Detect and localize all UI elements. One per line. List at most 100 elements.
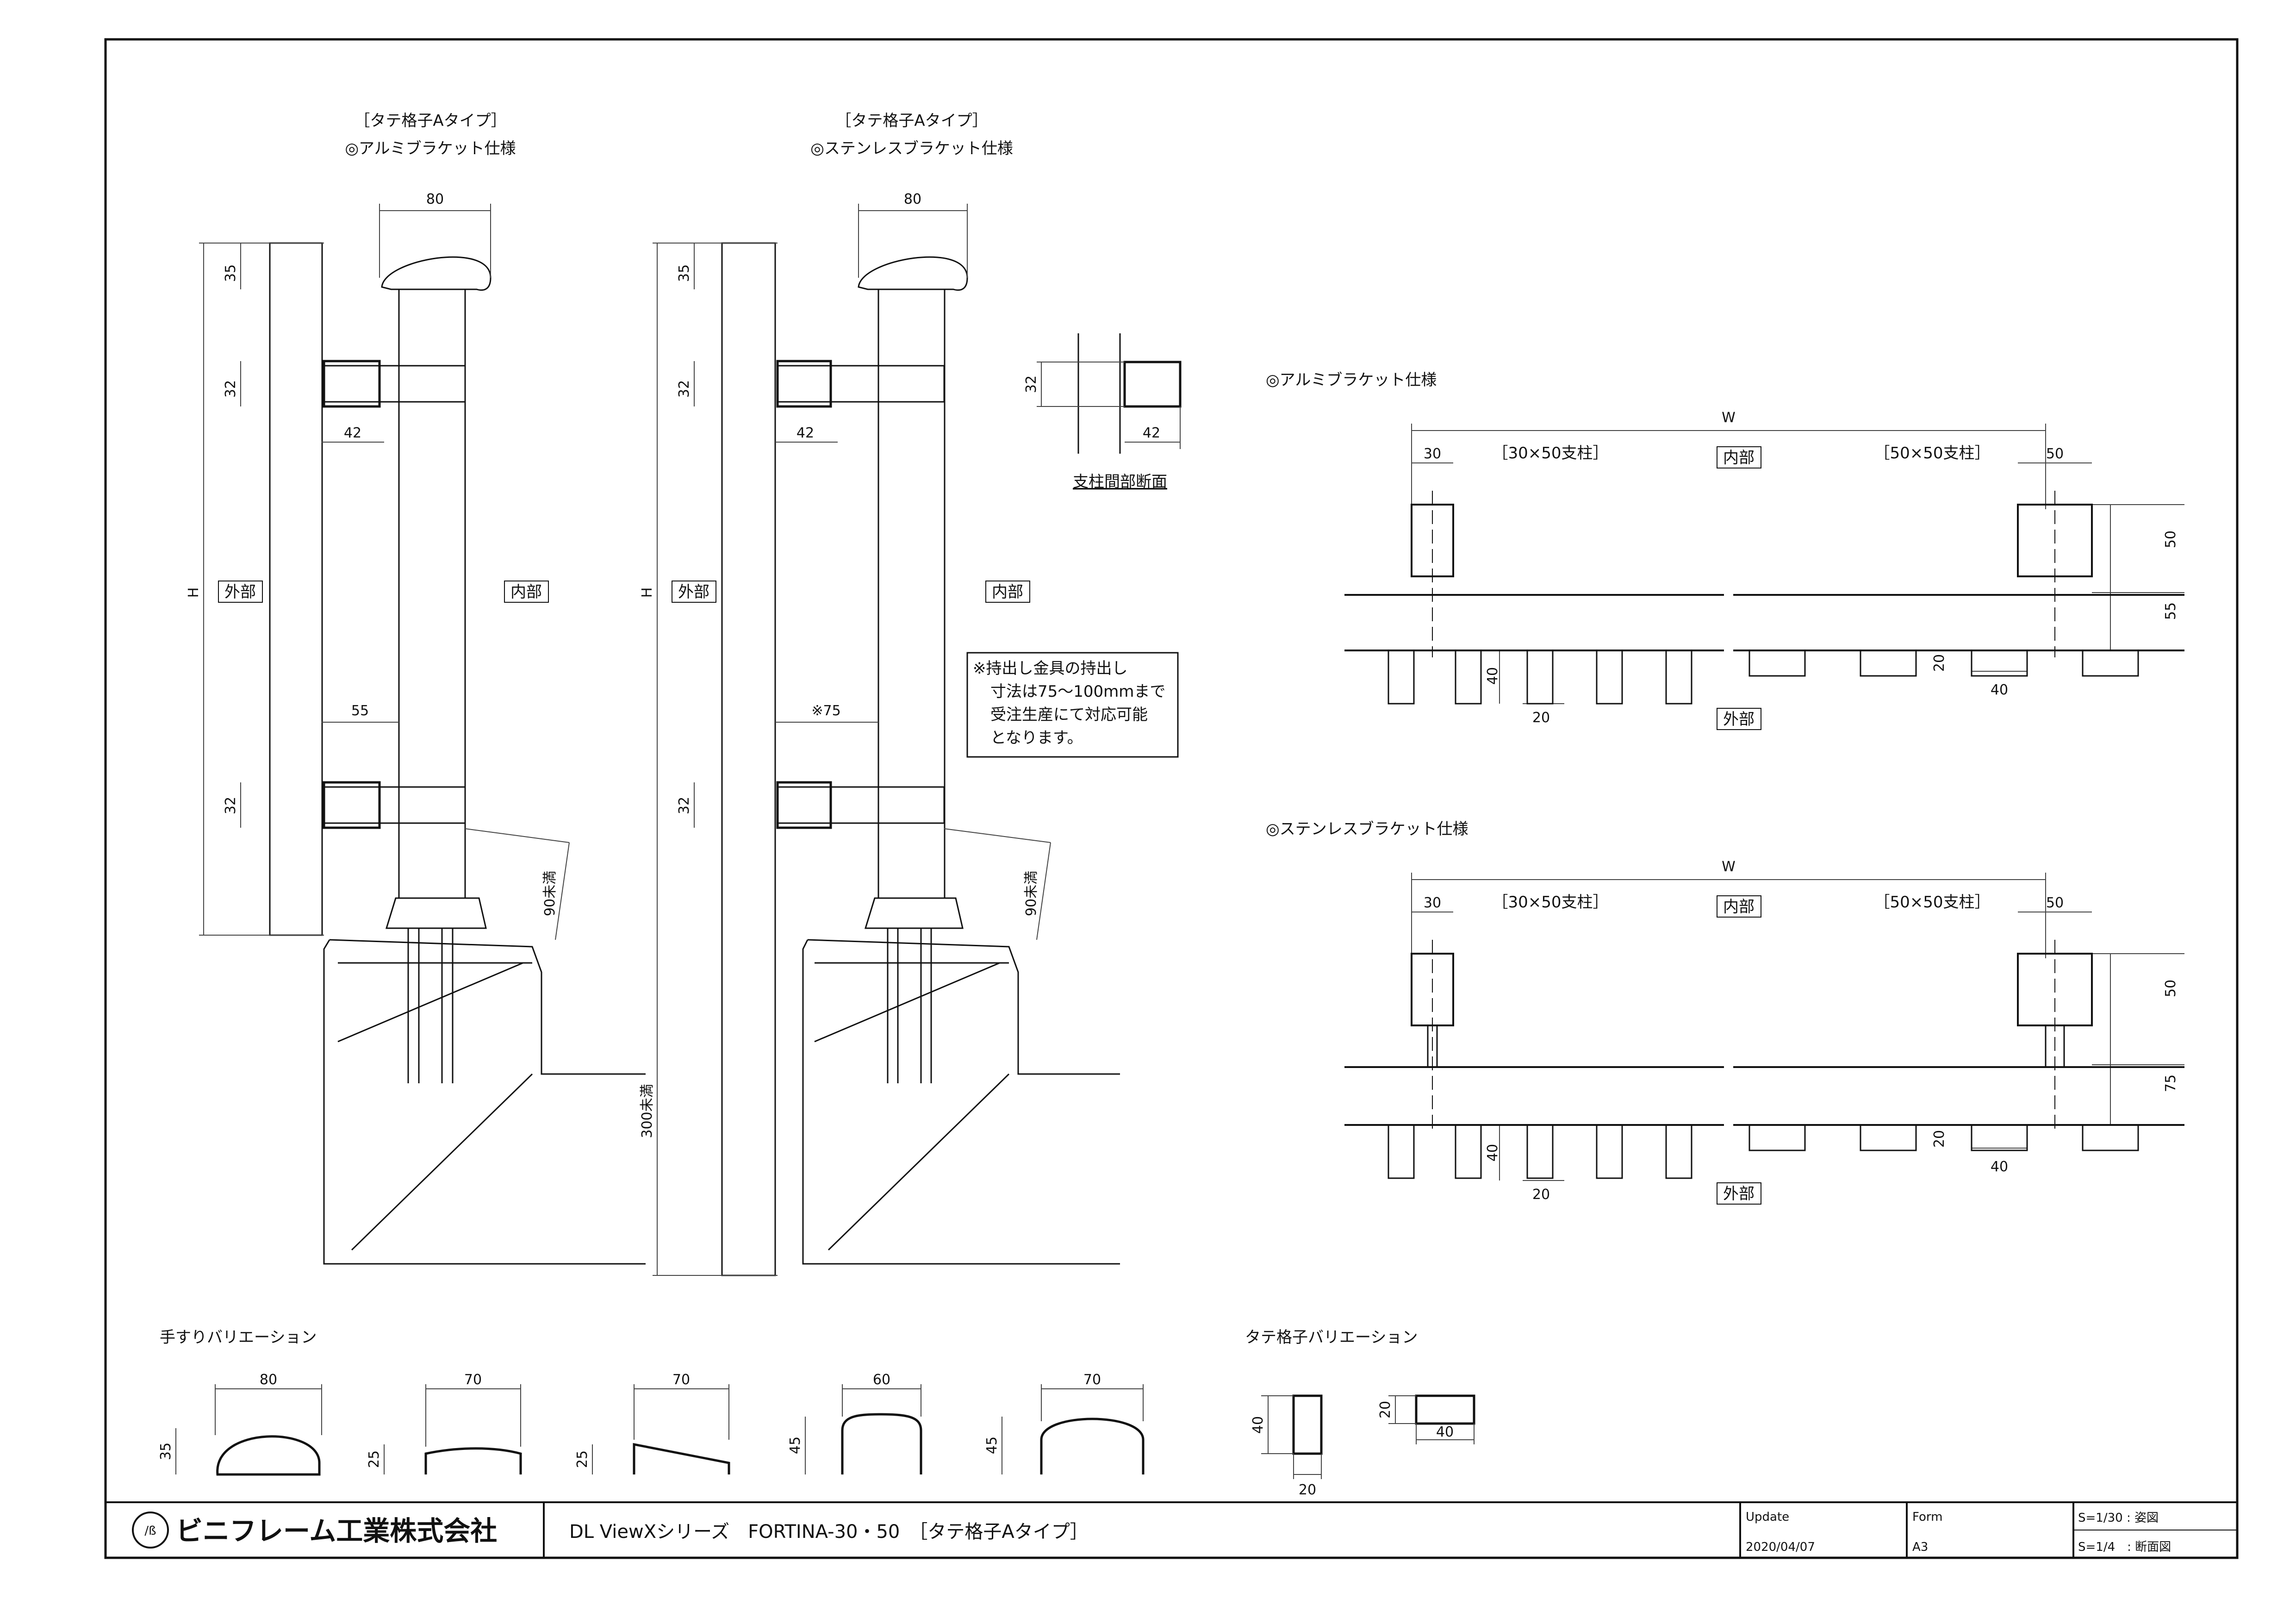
side-alu-label-out: 外部 <box>224 583 256 601</box>
plan-sus-dim-bar2-w: 40 <box>1991 1159 2008 1175</box>
side-sus-base <box>864 897 964 929</box>
side-alu-dim-mid: 55 <box>351 703 369 719</box>
drawing-title: DL ViewXシリーズ FORTINA-30・50 ［タテ格子Aタイプ］ <box>569 1521 1089 1543</box>
side-alu-dim-br-bot: 32 <box>223 797 239 814</box>
lattice-item-2: 20 40 <box>1377 1394 1475 1444</box>
title-block: /ß ビニフレーム工業株式会社 DL ViewXシリーズ FORTINA-30・… <box>106 1501 2237 1558</box>
lattice-item-1: 40 20 <box>1250 1394 1323 1498</box>
side-alu-bracket-top <box>323 365 466 403</box>
side-alu-title2: ◎アルミブラケット仕様 <box>345 139 516 158</box>
plan-alu-dim-left: 30 <box>1424 446 1441 462</box>
plan-alu-title: ◎アルミブラケット仕様 <box>1266 371 1437 389</box>
side-alu-title1: ［タテ格子Aタイプ］ <box>354 112 506 130</box>
plan-alu-dim-right: 50 <box>2046 446 2064 462</box>
plan-sus-dim-v2: 75 <box>2163 1074 2179 1092</box>
side-alu-bracket-top-clip <box>323 360 381 408</box>
side-sus-bracket-top <box>777 365 945 403</box>
scale-2: S=1/4 : 断面図 <box>2078 1540 2171 1554</box>
handrail-item-4-h: 45 <box>787 1437 803 1454</box>
lattice-item-1-h: 40 <box>1250 1416 1266 1434</box>
handrail-item-4-w: 60 <box>873 1372 890 1388</box>
update-label: Update <box>1746 1510 1789 1524</box>
note-line-1: ※持出し金具の持出し <box>973 659 1128 678</box>
side-alu-post <box>398 288 466 899</box>
plan-alu-label-in: 内部 <box>1723 449 1755 467</box>
plan-alu-dim-bar-h: 40 <box>1485 667 1501 685</box>
side-sus-title2: ◎ステンレスブラケット仕様 <box>810 139 1013 158</box>
side-sus-label-out: 外部 <box>678 583 709 601</box>
side-view-aluminium: ［タテ格子Aタイプ］ ◎アルミブラケット仕様 <box>186 112 646 1265</box>
side-alu-handrail <box>381 256 492 291</box>
side-alu-dim-top: 80 <box>426 191 444 207</box>
plan-alu-dim-bar-w: 20 <box>1532 710 1550 726</box>
side-sus-dim-slope: 90未満 <box>1023 871 1039 916</box>
plan-sus-dim-bar2-h: 20 <box>1931 1130 1948 1148</box>
side-sus-lattice <box>721 242 776 1276</box>
handrail-item-5-h: 45 <box>984 1437 1000 1454</box>
plan-sus-label-left: ［30×50支柱］ <box>1492 893 1608 912</box>
side-sus-dim-mid: ※75 <box>811 703 840 719</box>
plan-alu-lattice-row <box>1388 650 2139 705</box>
handrail-item-2-h: 25 <box>366 1450 382 1468</box>
plan-sus-lattice-row <box>1388 1124 2139 1179</box>
side-sus-bracket-top-clip <box>776 360 832 408</box>
side-sus-label-in: 内部 <box>992 583 1023 601</box>
plan-alu-label-out: 外部 <box>1723 710 1755 729</box>
handrail-item-3-w: 70 <box>672 1372 690 1388</box>
handrail-title: 手すりバリエーション <box>160 1328 317 1347</box>
plan-alu-dim-v1: 50 <box>2163 531 2179 548</box>
handrail-item-3: 70 25 <box>574 1372 730 1474</box>
section-profile <box>1123 361 1182 408</box>
side-sus-stair <box>802 939 1120 1265</box>
plan-sus-dim-v1: 50 <box>2163 980 2179 997</box>
side-alu-bracket-bot-clip <box>323 781 381 829</box>
plan-alu-dim-bar2-h: 20 <box>1931 654 1948 672</box>
form-value: A3 <box>1912 1540 1928 1554</box>
handrail-item-2: 70 25 <box>366 1372 522 1474</box>
handrail-item-1-w: 80 <box>260 1372 277 1388</box>
lattice-variations: タテ格子バリエーション 40 20 20 40 <box>1245 1328 1475 1498</box>
section-dim-h: 32 <box>1023 375 1039 393</box>
plan-sus-dim-right: 50 <box>2046 895 2064 911</box>
plan-sus-label-in: 内部 <box>1723 898 1755 916</box>
side-alu-dim-h: H <box>186 587 202 598</box>
side-sus-dim-bottom: 300未満 <box>639 1084 655 1138</box>
plan-alu-label-right: ［50×50支柱］ <box>1874 444 1990 462</box>
plan-sus-dim-bar-h: 40 <box>1485 1144 1501 1162</box>
side-view-stainless: ［タテ格子Aタイプ］ ◎ステンレスブラケット仕様 80 35 32 <box>639 112 1120 1276</box>
plan-view-aluminium: ◎アルミブラケット仕様 W <box>1266 371 2184 730</box>
section-dim-w: 42 <box>1143 425 1160 441</box>
side-sus-dim-cap: 35 <box>676 264 692 282</box>
section-between-posts: 32 42 支柱間部断面 <box>1023 333 1182 491</box>
plan-alu-label-left: ［30×50支柱］ <box>1492 444 1608 462</box>
handrail-item-5: 70 45 <box>984 1372 1145 1474</box>
plan-alu-dim-w: W <box>1722 410 1736 426</box>
side-sus-dim-br-top: 32 <box>676 380 692 398</box>
company-name: ビニフレーム工業株式会社 <box>176 1515 497 1547</box>
note-line-2: 寸法は75～100mmまで <box>990 682 1165 701</box>
side-alu-dim-br-top: 32 <box>223 380 239 398</box>
handrail-item-4: 60 45 <box>787 1372 922 1474</box>
lattice-item-2-w: 40 <box>1436 1424 1454 1440</box>
lattice-item-1-w: 20 <box>1299 1482 1316 1498</box>
side-sus-dim-br-depth: 42 <box>796 425 814 441</box>
side-sus-dim-h: H <box>639 587 655 598</box>
form-label: Form <box>1912 1510 1943 1524</box>
note-line-3: 受注生産にて対応可能 <box>990 706 1148 724</box>
plan-view-stainless: ◎ステンレスブラケット仕様 <box>1266 820 2184 1205</box>
note-box: ※持出し金具の持出し 寸法は75～100mmまで 受注生産にて対応可能 となりま… <box>966 652 1179 758</box>
section-caption: 支柱間部断面 <box>1073 473 1167 491</box>
plan-sus-label-out: 外部 <box>1723 1185 1755 1203</box>
note-line-4: となります。 <box>990 729 1083 747</box>
handrail-item-2-w: 70 <box>464 1372 482 1388</box>
plan-sus-dim-bar-w: 20 <box>1532 1187 1550 1203</box>
plan-sus-dim-w: W <box>1722 859 1736 875</box>
lattice-item-2-h: 20 <box>1377 1401 1394 1418</box>
plan-sus-dim-left: 30 <box>1424 895 1441 911</box>
side-alu-label-in: 内部 <box>510 583 542 601</box>
side-sus-bracket-bot <box>777 786 945 824</box>
side-alu-dim-slope: 90未満 <box>542 871 558 916</box>
plan-alu-dim-bar2-w: 40 <box>1991 682 2008 698</box>
handrail-item-1-h: 35 <box>158 1443 174 1460</box>
